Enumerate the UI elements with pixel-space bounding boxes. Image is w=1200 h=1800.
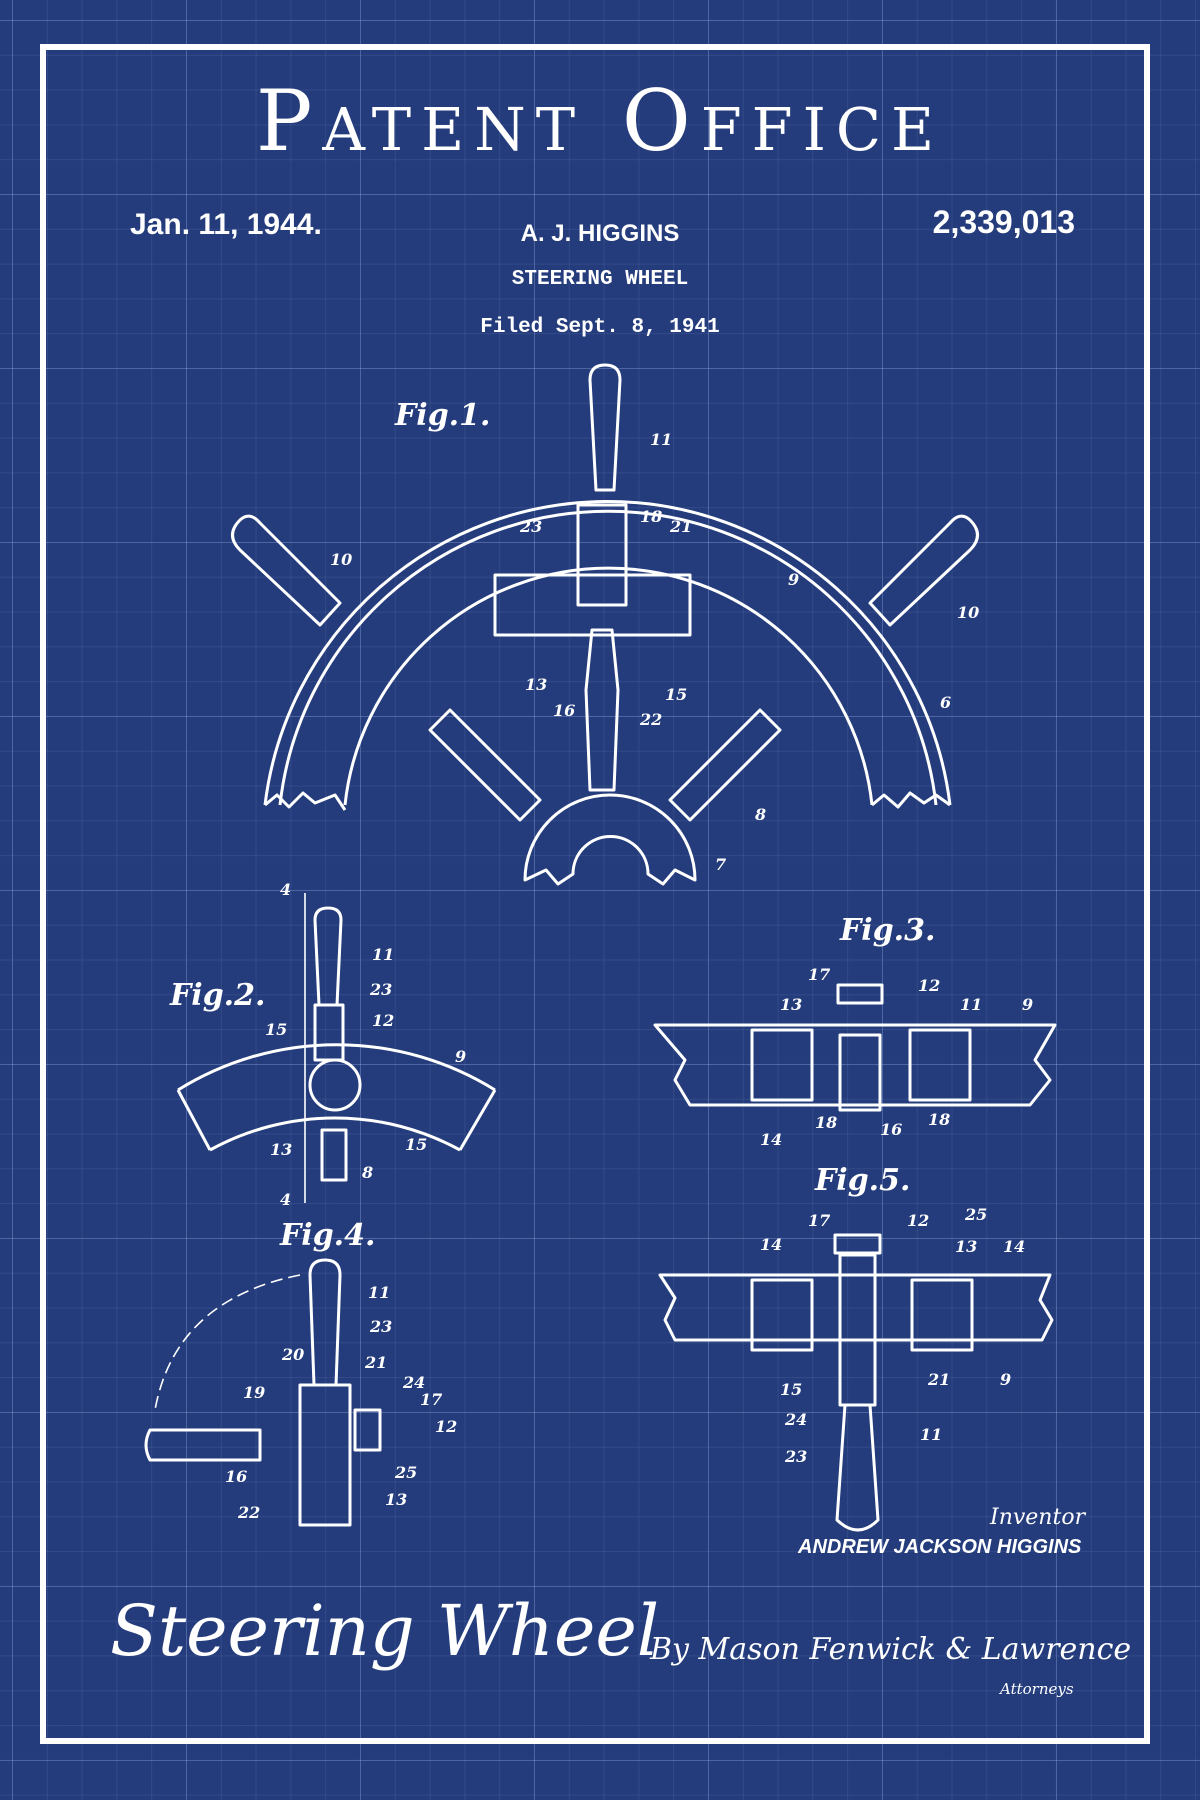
fig1-ref-22: 22: [639, 710, 662, 729]
fig2-ref-11: 11: [372, 945, 394, 964]
fig1-ref-10: 10: [330, 550, 352, 569]
inventor-label: Inventor: [990, 1505, 1086, 1530]
fig4-ref-13: 13: [385, 1490, 407, 1509]
fig3-ref-18: 18: [815, 1113, 837, 1132]
fig1-ref-13: 13: [525, 675, 547, 694]
fig3-label: Fig.3.: [839, 913, 935, 948]
fig3-ref-12: 12: [918, 976, 940, 995]
fig2-ref-12: 12: [372, 1011, 394, 1030]
fig4-ref-17: 17: [420, 1390, 442, 1409]
fig5-label: Fig.5.: [814, 1163, 910, 1198]
fig5-ref-9: 9: [1000, 1370, 1011, 1389]
fig4-ref-16: 16: [225, 1467, 247, 1486]
fig4-ref-25: 25: [394, 1463, 417, 1482]
poster-script-title: Steering Wheel: [110, 1590, 660, 1672]
inventor-short: A. J. HIGGINS: [520, 220, 680, 247]
fig2-ref-9: 9: [455, 1047, 466, 1066]
fig3-ref-14: 14: [760, 1130, 782, 1149]
fig1-ref-8: 8: [754, 805, 766, 824]
poster-title: Patent Office: [255, 72, 945, 170]
patent-number: 2,339,013: [932, 204, 1075, 240]
fig1-ref-11: 11: [650, 430, 672, 449]
fig4-ref-24: 24: [402, 1373, 425, 1392]
fig3-section: Fig.3.: [653, 913, 1057, 1112]
patent-date: Jan. 11, 1944.: [130, 208, 322, 241]
fig5-ref-14: 14: [760, 1235, 782, 1254]
poster-border: [40, 44, 1150, 1744]
fig1-ref-23: 23: [519, 517, 542, 536]
fig3-ref-11: 11: [960, 995, 982, 1014]
fig5-section: Fig.5.: [658, 1163, 1054, 1532]
fig2-ref-23: 23: [369, 980, 392, 999]
fig2-ref-13: 13: [270, 1140, 292, 1159]
fig4-label: Fig.4.: [279, 1218, 375, 1253]
filed-date: Filed Sept. 8, 1941: [480, 316, 720, 339]
fig5-ref-11: 11: [920, 1425, 942, 1444]
fig1-ref-18: 18: [640, 507, 662, 526]
fig3-ref-13: 13: [780, 995, 802, 1014]
fig1-ref-15: 15: [665, 685, 687, 704]
fig1-ref-7: 7: [715, 855, 726, 874]
fig3-ref-16: 16: [880, 1120, 902, 1139]
fig2-ref-4: 4: [280, 880, 291, 899]
fig1-label: Fig.1.: [394, 398, 490, 433]
fig2-ref-15: 15: [265, 1020, 287, 1039]
attorney-signature: By Mason Fenwick & Lawrence: [650, 1632, 1132, 1667]
fig5-ref-24: 24: [784, 1410, 807, 1429]
fig5-ref-12: 12: [907, 1211, 929, 1230]
fig2-detail: Fig.2.: [169, 893, 497, 1203]
fig4-section: Fig.4.: [144, 1218, 382, 1527]
fig4-ref-22: 22: [237, 1503, 260, 1522]
fig2-ref-8: 8: [361, 1163, 373, 1182]
fig4-ref-21: 21: [364, 1353, 387, 1372]
fig3-ref-17: 17: [808, 965, 830, 984]
fig4-ref-11: 11: [368, 1283, 390, 1302]
fig5-ref-15: 15: [780, 1380, 802, 1399]
fig1-ref-9: 9: [788, 570, 799, 589]
fig1-ref-16: 16: [553, 701, 575, 720]
fig5-ref-25: 25: [964, 1205, 987, 1224]
invention-title: STEERING WHEEL: [511, 268, 689, 291]
fig2-label: Fig.2.: [169, 978, 265, 1013]
fig5-ref-21: 21: [927, 1370, 950, 1389]
fig1-ref-10: 10: [957, 603, 979, 622]
fig1-steering-wheel: Fig.1.: [231, 363, 979, 886]
fig5-ref-17: 17: [808, 1211, 830, 1230]
fig3-ref-18: 18: [928, 1110, 950, 1129]
fig4-ref-23: 23: [369, 1317, 392, 1336]
fig5-ref-13: 13: [955, 1237, 977, 1256]
attorneys-label: Attorneys: [1000, 1680, 1074, 1698]
fig4-ref-12: 12: [435, 1417, 457, 1436]
fig5-ref-14: 14: [1003, 1237, 1025, 1256]
fig2-ref-15: 15: [405, 1135, 427, 1154]
fig4-ref-20: 20: [281, 1345, 304, 1364]
fig3-ref-9: 9: [1022, 995, 1033, 1014]
fig4-ref-19: 19: [243, 1383, 265, 1402]
fig1-ref-6: 6: [940, 693, 951, 712]
fig1-ref-21: 21: [669, 517, 692, 536]
fig5-ref-23: 23: [784, 1447, 807, 1466]
fig2-ref-4: 4: [280, 1190, 291, 1209]
inventor-name: ANDREW JACKSON HIGGINS: [798, 1536, 1082, 1558]
